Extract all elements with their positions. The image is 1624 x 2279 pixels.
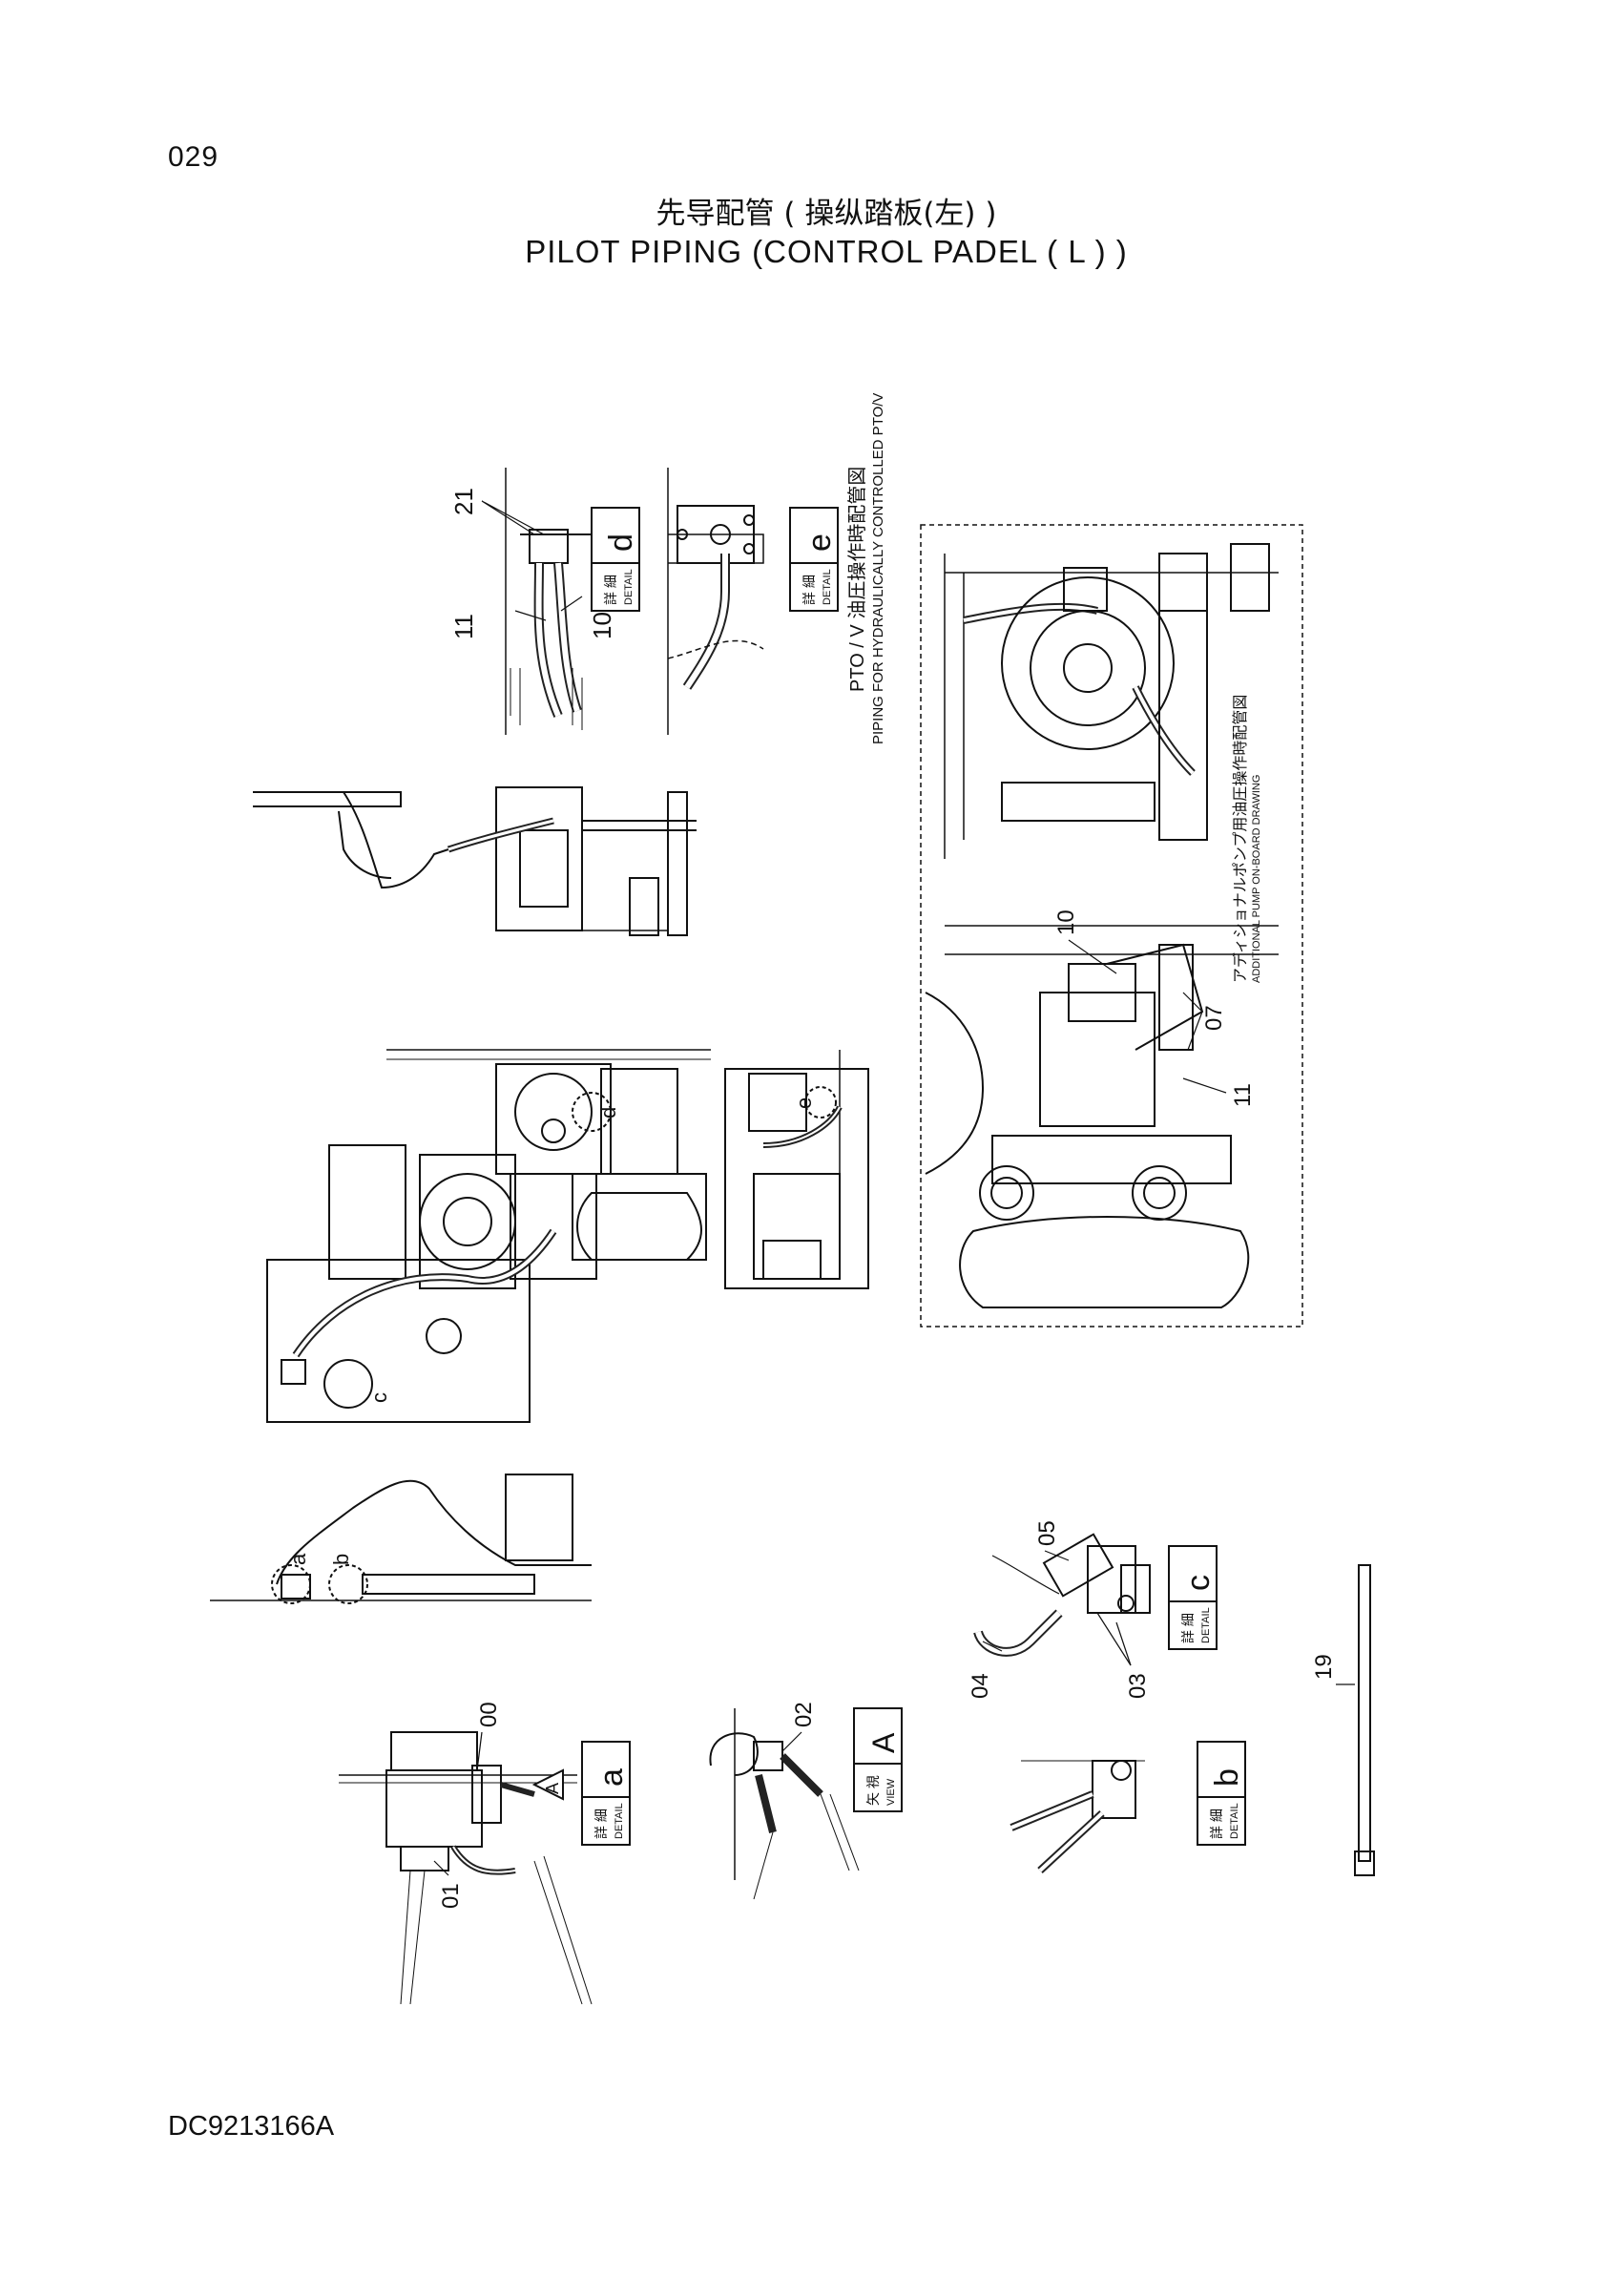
view-marker-c: c xyxy=(367,1392,391,1403)
callout-10: 10 xyxy=(588,612,616,639)
detail-e-en: DETAIL xyxy=(822,569,833,605)
detail-d-en: DETAIL xyxy=(623,569,635,605)
title-chinese: 先导配管 ( 操纵踏板(左) ) xyxy=(656,197,997,231)
callout-02: 02 xyxy=(791,1702,817,1727)
detail-b-view: 詳 細 DETAIL b xyxy=(1010,1741,1246,1873)
detail-a-cn: 詳 細 xyxy=(593,1809,609,1839)
view-A-en: VIEW xyxy=(885,1778,897,1806)
view-marker-e: e xyxy=(792,1098,816,1109)
detail-e-view: 詳 細 DETAIL e PTO / V 油圧操作時配管図 PIPING FOR… xyxy=(667,393,886,744)
additional-pump-panel: アディショナルポンプ用油圧操作時配管図 ADDITIONAL PUMP ON-B… xyxy=(920,524,1303,1328)
view-A-cn: 矢 視 xyxy=(865,1775,881,1806)
detail-e-letter: e xyxy=(802,533,838,552)
detail-d-cn: 詳 細 xyxy=(603,575,618,605)
secondary-plan-view: e xyxy=(724,1050,869,1289)
pto-note-line1: PTO / V 油圧操作時配管図 xyxy=(846,467,868,692)
detail-c-cn: 詳 細 xyxy=(1180,1613,1196,1643)
detail-e-cn: 詳 細 xyxy=(802,575,817,605)
pump-note-line1: アディショナルポンプ用油圧操作時配管図 xyxy=(1231,695,1249,983)
detail-b-en: DETAIL xyxy=(1229,1803,1240,1839)
callout-19: 19 xyxy=(1311,1654,1337,1680)
view-arrow-A: A xyxy=(543,1783,562,1794)
pto-note-line2: PIPING FOR HYDRAULICALLY CONTROLLED PTO/… xyxy=(870,393,886,744)
view-A-letter: A xyxy=(866,1732,901,1753)
detail-c-letter: c xyxy=(1180,1575,1217,1591)
view-marker-b: b xyxy=(329,1554,353,1565)
detail-a-view: A 00 01 詳 細 DETAIL a xyxy=(339,1702,631,2005)
callout-11: 11 xyxy=(449,614,478,639)
detail-b-letter: b xyxy=(1209,1768,1245,1787)
callout-07: 07 xyxy=(1201,1005,1227,1031)
view-marker-a: a xyxy=(286,1553,310,1565)
callout-21: 21 xyxy=(449,488,478,515)
detail-c-view: 05 04 03 詳 細 DETAIL c xyxy=(968,1520,1218,1699)
callout-10-pump: 10 xyxy=(1053,910,1079,935)
side-view-top xyxy=(253,786,697,936)
part-19-cable-tie: 19 xyxy=(1311,1564,1375,1876)
callout-00: 00 xyxy=(476,1702,502,1727)
view-marker-d: d xyxy=(596,1107,620,1119)
document-number: DC9213166A xyxy=(168,2111,335,2142)
callout-05: 05 xyxy=(1034,1520,1060,1546)
detail-b-cn: 詳 細 xyxy=(1209,1809,1224,1839)
hose-spec-text-d xyxy=(510,668,583,730)
callout-03: 03 xyxy=(1125,1673,1151,1699)
pump-note-line2: ADDITIONAL PUMP ON-BOARD DRAWING xyxy=(1251,775,1262,983)
main-plan-view: c d xyxy=(266,1049,711,1423)
pedal-side-view: a b xyxy=(210,1474,592,1604)
callout-04: 04 xyxy=(968,1673,993,1699)
detail-a-letter: a xyxy=(593,1768,630,1787)
title-english: PILOT PIPING (CONTROL PADEL ( L ) ) xyxy=(525,234,1128,269)
view-A: 02 矢 視 VIEW A xyxy=(709,1702,903,1900)
callout-01: 01 xyxy=(438,1883,464,1909)
page-number: 029 xyxy=(168,141,219,173)
callout-11-pump: 11 xyxy=(1230,1083,1256,1107)
detail-d-letter: d xyxy=(603,533,639,552)
detail-d-view: 21 11 10 詳 細 DETAIL d xyxy=(449,468,640,735)
detail-c-en: DETAIL xyxy=(1200,1607,1212,1643)
detail-a-en: DETAIL xyxy=(614,1803,625,1839)
